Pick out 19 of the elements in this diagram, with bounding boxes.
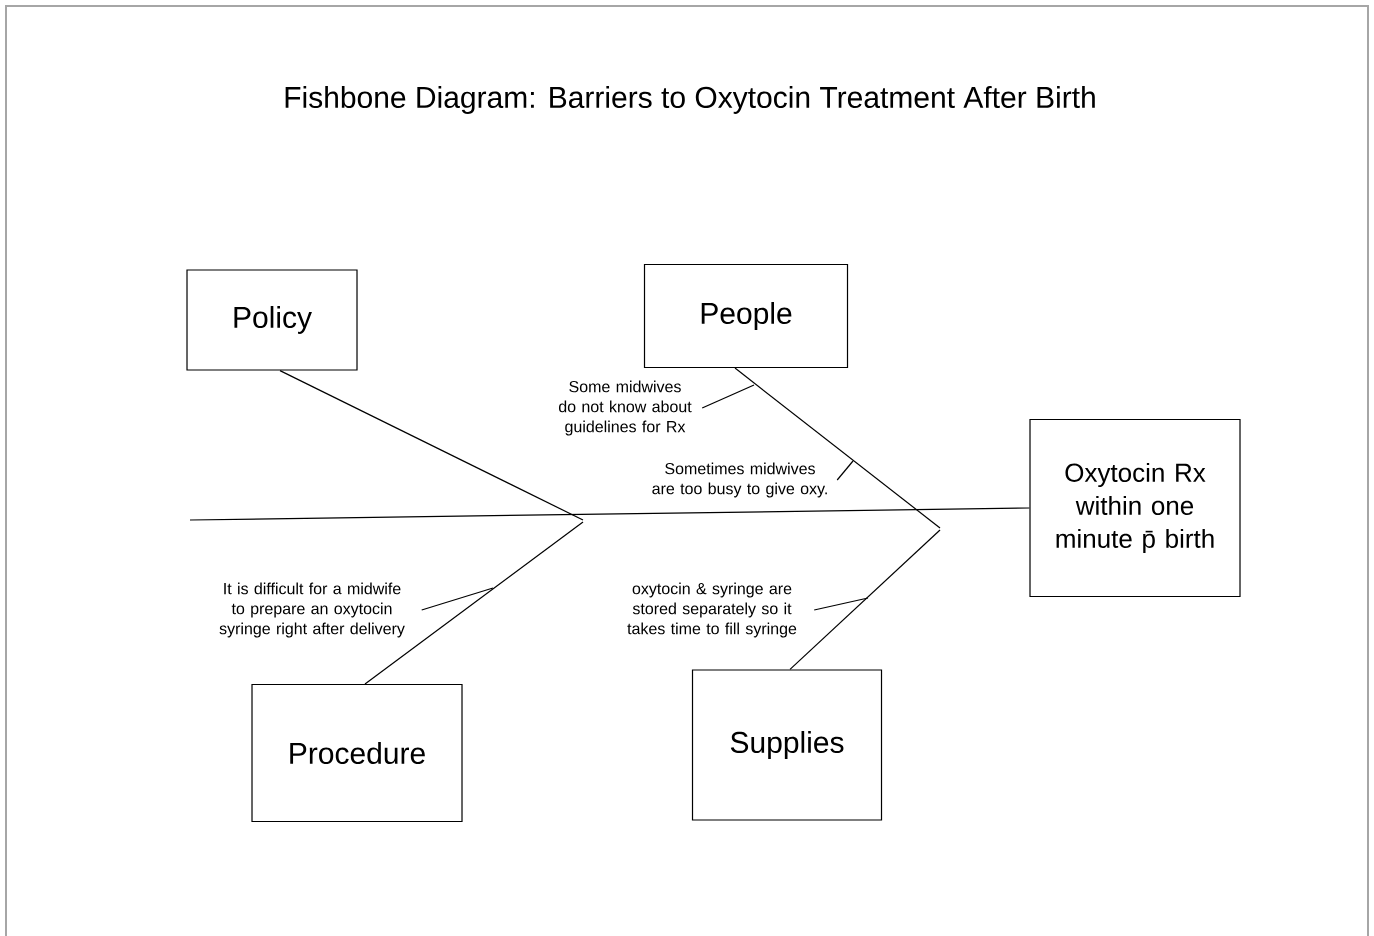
leader-line: [701, 384, 755, 409]
bone-line: [789, 529, 941, 670]
leader-line: [421, 587, 494, 611]
title: Fishbone Diagram: Barriers to Oxytocin Treatment After Birth: [285, 86, 1095, 114]
category-box: Supplies: [691, 669, 883, 821]
category-box: Policy: [186, 269, 358, 371]
cause-note: Sometimes midwives are too busy to give oxy.: [652, 462, 827, 498]
cause-note: Some midwives do not know about guidelines for Rx: [558, 380, 692, 436]
leader-line: [813, 597, 869, 611]
category-box: Oxytocin Rx within one minute p̄ birth: [1029, 418, 1241, 598]
bone-line: [734, 367, 941, 529]
bone-line: [279, 370, 584, 521]
cause-note: It is difficult for a midwife to prepare an oxytocin syringe right after delivery: [219, 582, 405, 638]
category-box: People: [643, 263, 849, 369]
leader-line: [836, 460, 854, 481]
spine-line: [189, 507, 1030, 521]
cause-note: oxytocin & syringe are stored separately so it takes time to fill syringe: [627, 582, 797, 638]
bone-line: [364, 521, 584, 685]
category-box: Procedure: [251, 683, 463, 823]
